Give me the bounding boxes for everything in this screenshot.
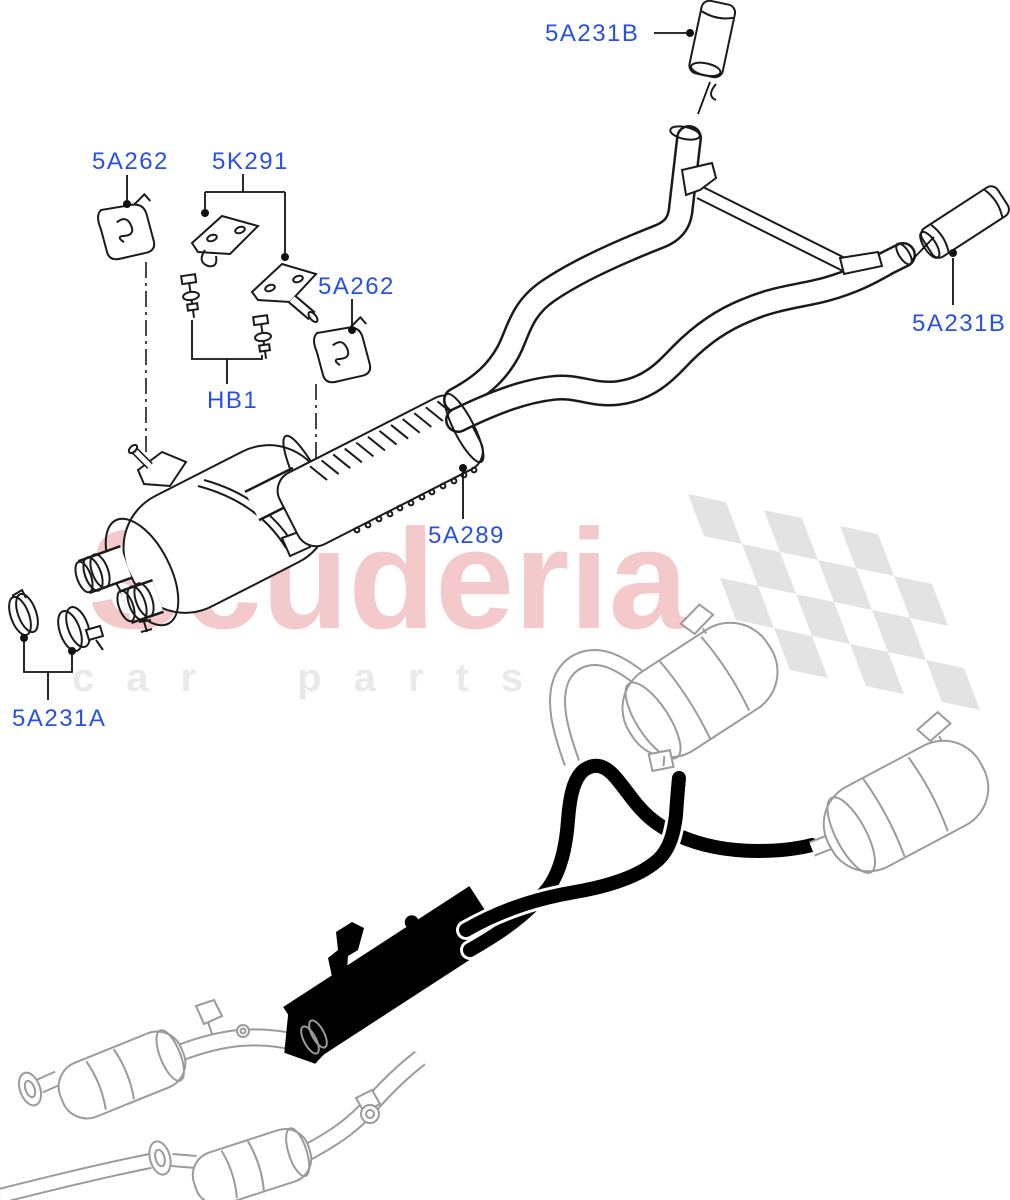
exhaust-tip-top bbox=[688, 0, 737, 115]
rubber-hanger-right bbox=[313, 315, 372, 384]
part-label-5a231b-top[interactable]: 5A231B bbox=[545, 20, 639, 47]
callout-leaders bbox=[23, 32, 954, 700]
part-label-5a231a[interactable]: 5A231A bbox=[12, 705, 106, 732]
part-label-5a231b-right[interactable]: 5A231B bbox=[912, 310, 1006, 337]
callout-dots bbox=[20, 29, 957, 655]
hanger-bolt-2 bbox=[252, 314, 272, 359]
hanger-bolt-1 bbox=[180, 273, 200, 318]
tailpipes bbox=[353, 125, 916, 534]
pipe-clamps bbox=[8, 588, 105, 653]
part-label-5a262-left[interactable]: 5A262 bbox=[92, 148, 169, 175]
mid-section-highlight-silhouette bbox=[283, 755, 822, 1064]
part-label-5a262-right[interactable]: 5A262 bbox=[318, 273, 395, 300]
front-exhaust-section-ghost bbox=[0, 998, 426, 1200]
hanger-hardware bbox=[97, 192, 372, 384]
exhaust-tip-right bbox=[911, 185, 1010, 261]
mount-bracket-1 bbox=[190, 214, 260, 268]
part-label-hb1[interactable]: HB1 bbox=[207, 387, 258, 414]
rubber-hanger-left bbox=[97, 192, 156, 261]
rear-mufflers-ghost bbox=[548, 603, 990, 874]
centre-resonator bbox=[244, 394, 484, 548]
part-label-5a289[interactable]: 5A289 bbox=[428, 522, 505, 549]
part-label-5k291[interactable]: 5K291 bbox=[212, 148, 289, 175]
mount-bracket-2 bbox=[250, 262, 319, 323]
checkered-flag-watermark bbox=[688, 494, 980, 710]
tagline-watermark-text: car parts bbox=[72, 656, 555, 700]
tailpipe-brace-plate bbox=[680, 161, 718, 197]
